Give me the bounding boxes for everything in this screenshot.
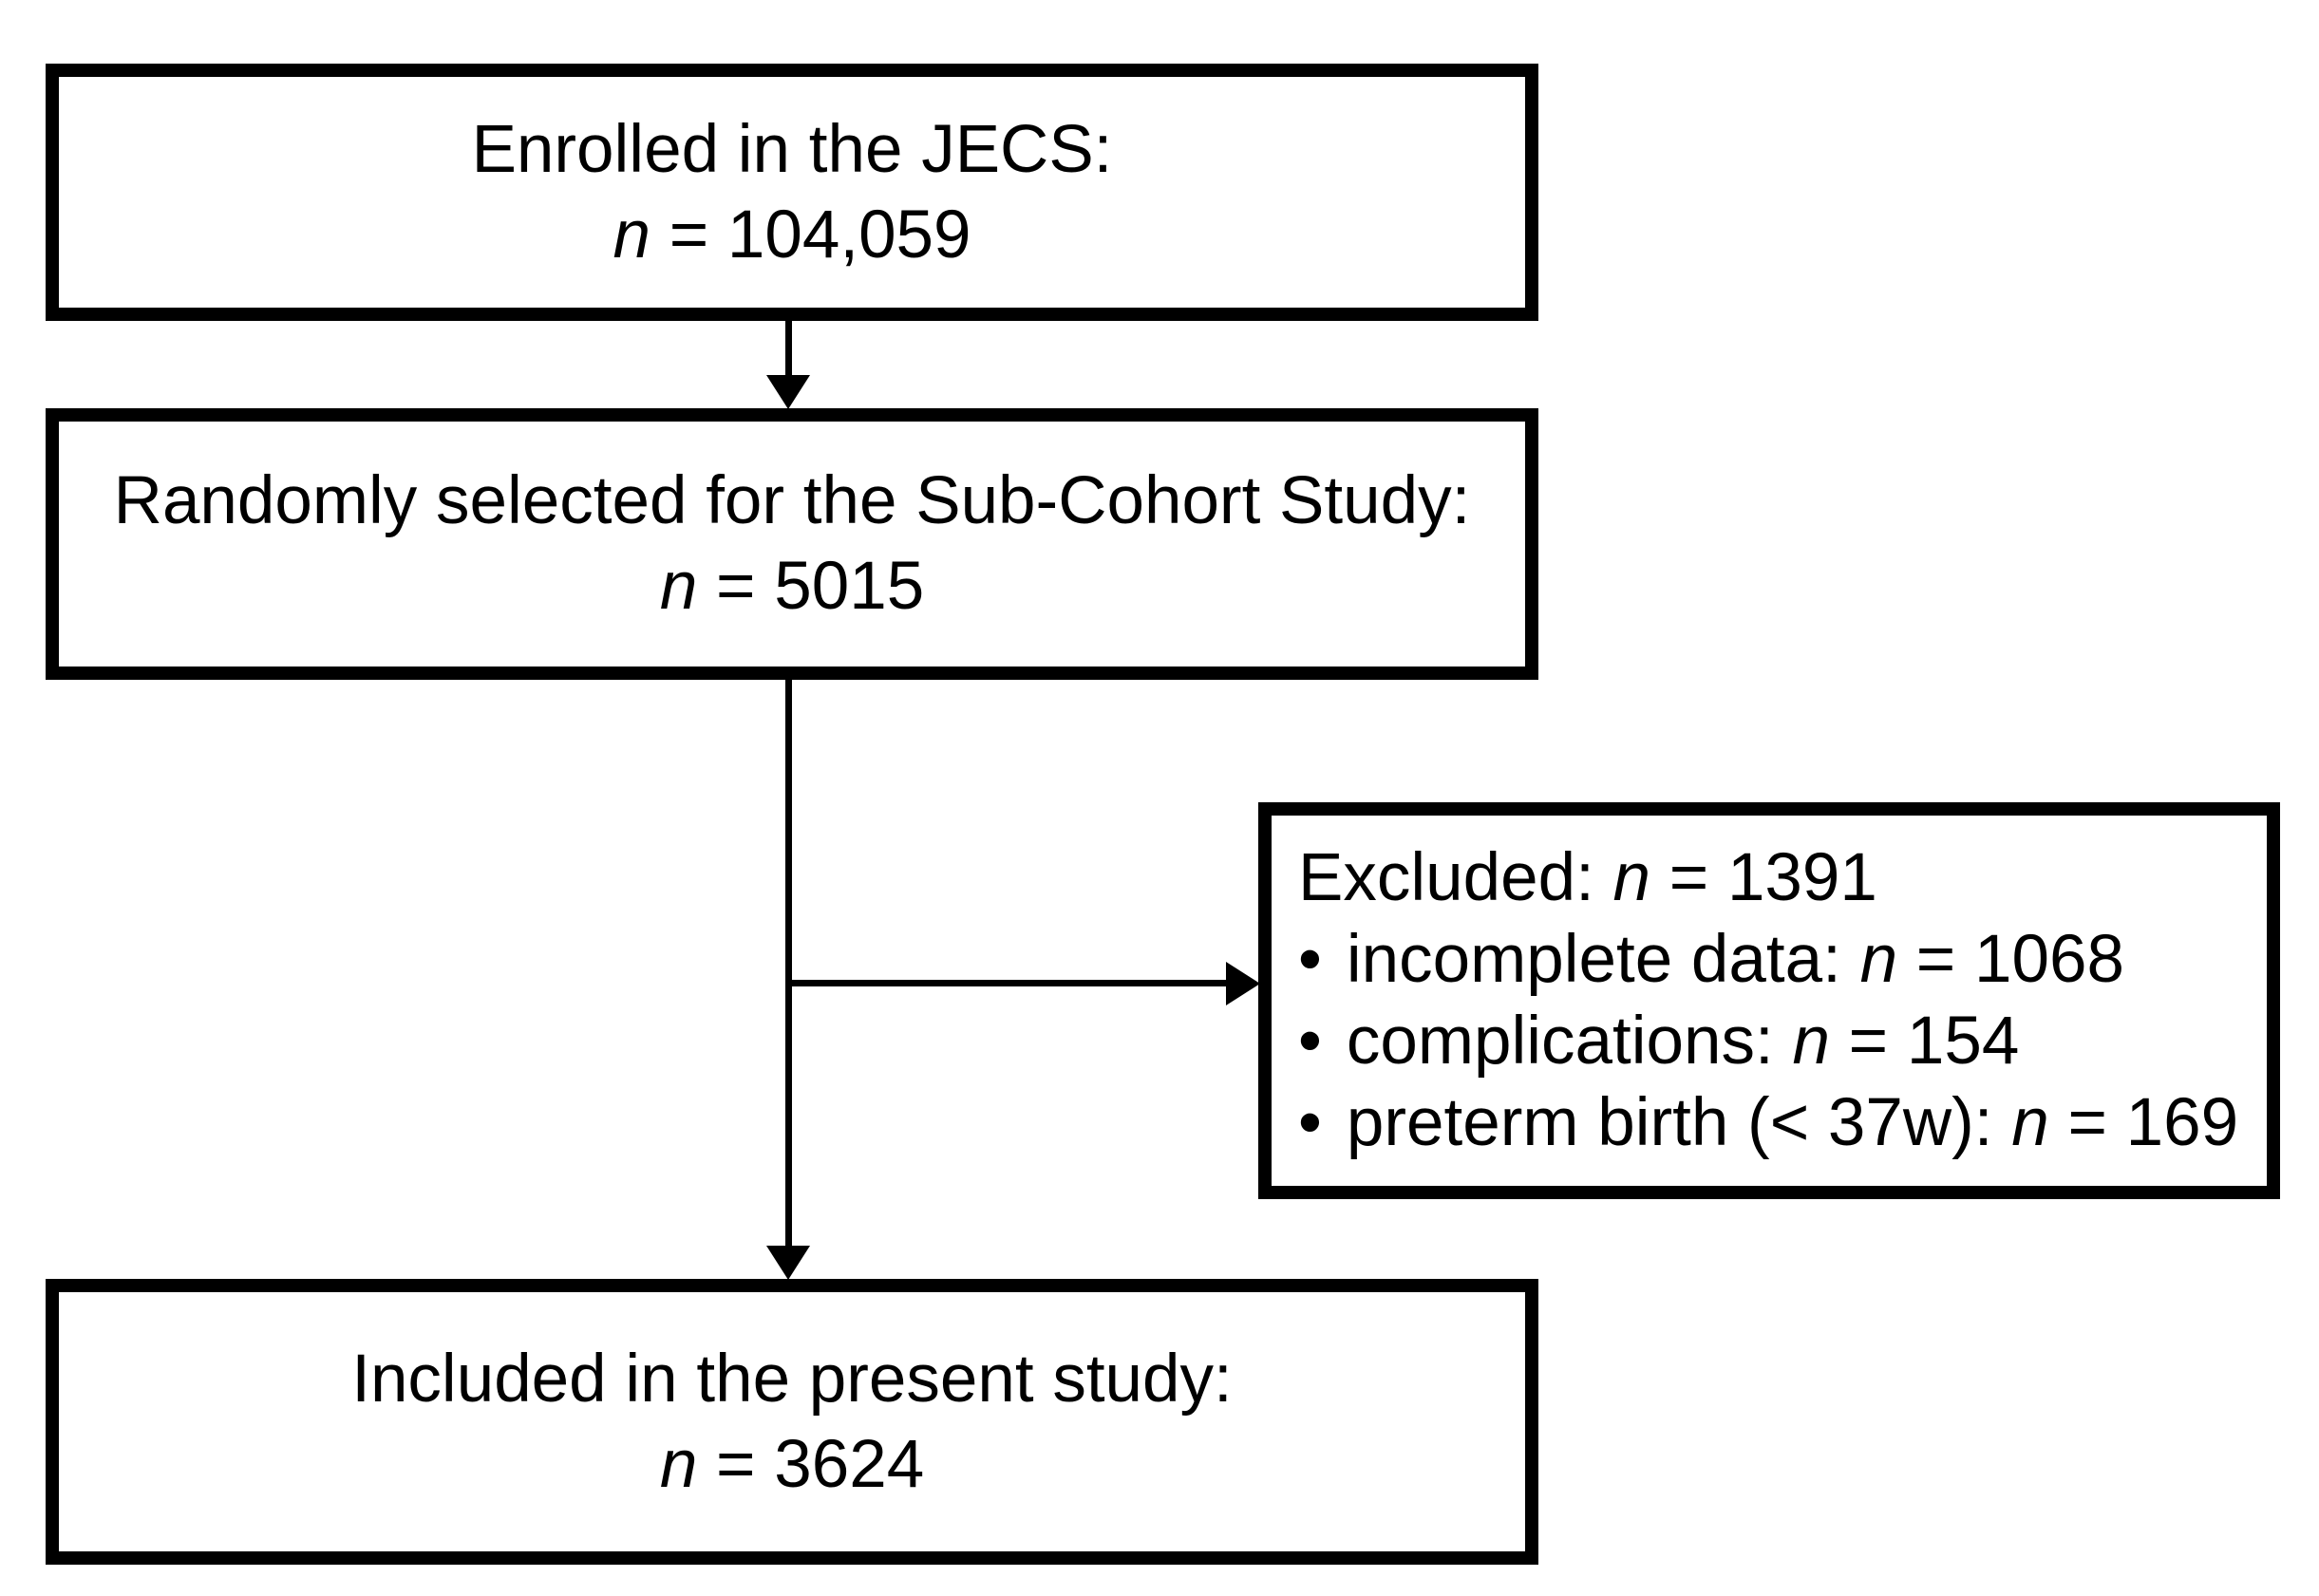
n-symbol: n: [2011, 1085, 2049, 1160]
n-symbol: n: [659, 1426, 698, 1502]
excluded-item-preterm-birth: •preterm birth (< 37w): n = 169: [1298, 1082, 2238, 1164]
bullet-icon: •: [1298, 1004, 1322, 1079]
n-value: = 169: [2048, 1085, 2239, 1160]
box-subcohort: Randomly selected for the Sub-Cohort Stu…: [46, 408, 1538, 680]
n-value: = 3624: [697, 1426, 925, 1502]
excluded-item-complications: •complications: n = 154: [1298, 1001, 2019, 1082]
box-included-title: Included in the present study:: [351, 1341, 1233, 1417]
arrowhead-right-icon: [1226, 962, 1260, 1005]
n-symbol: n: [659, 549, 698, 624]
box-subcohort-count: n = 5015: [660, 544, 924, 629]
excluded-title: Excluded: n = 1391: [1298, 840, 1877, 915]
box-subcohort-title: Randomly selected for the Sub-Cohort Stu…: [113, 463, 1471, 538]
n-symbol: n: [613, 197, 650, 272]
box-enrolled: Enrolled in the JECS: n = 104,059: [46, 64, 1538, 321]
excluded-item-incomplete-data: •incomplete data: n = 1068: [1298, 919, 2124, 1001]
n-value: = 154: [1829, 1004, 2020, 1079]
arrowhead-down-icon: [766, 375, 810, 409]
arrowhead-down-icon: [766, 1246, 810, 1280]
box-included-count: n = 3624: [660, 1422, 924, 1508]
box-excluded: Excluded: n = 1391 •incomplete data: n =…: [1258, 802, 2280, 1199]
n-value: = 1068: [1897, 922, 2124, 997]
connector-enrolled-to-subcohort: [785, 321, 792, 378]
bullet-icon: •: [1298, 922, 1322, 997]
n-symbol: n: [1859, 922, 1898, 997]
box-enrolled-count: n = 104,059: [613, 193, 971, 278]
connector-subcohort-to-included: [785, 680, 792, 1249]
n-value: = 104,059: [650, 197, 971, 272]
connector-branch-to-excluded: [788, 980, 1227, 986]
n-value: = 1391: [1650, 840, 1877, 915]
box-included: Included in the present study: n = 3624: [46, 1279, 1538, 1565]
bullet-icon: •: [1298, 1085, 1322, 1160]
n-symbol: n: [1612, 840, 1651, 915]
n-symbol: n: [1792, 1004, 1830, 1079]
box-enrolled-title: Enrolled in the JECS:: [471, 111, 1113, 187]
n-value: = 5015: [697, 549, 925, 624]
